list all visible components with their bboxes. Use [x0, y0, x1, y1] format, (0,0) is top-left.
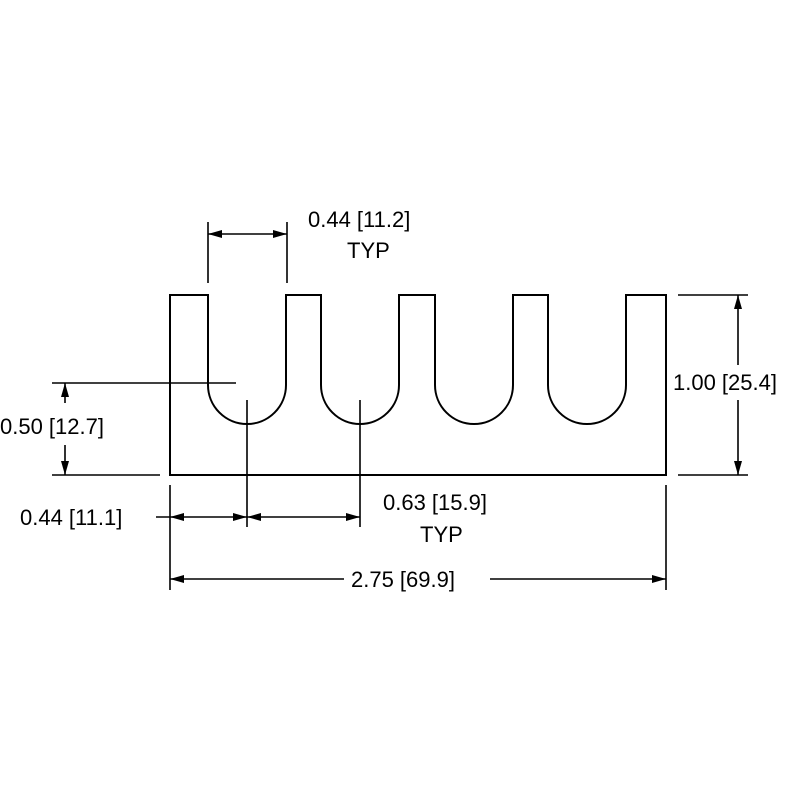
height-arrow-top: [734, 295, 742, 309]
slot-width-arrow-left: [208, 230, 222, 238]
slot-depth-arrow-top: [61, 383, 69, 397]
pitch-arrow-left: [247, 513, 261, 521]
pitch-arrow-right: [346, 513, 360, 521]
slot-depth-label: 0.50 [12.7]: [0, 414, 104, 439]
slot-width-label: 0.44 [11.2]: [308, 207, 410, 232]
slot-width-typ-label: TYP: [347, 238, 390, 263]
length-arrow-left: [170, 575, 184, 583]
offset-arrow-left: [170, 513, 184, 521]
part-outline: [169, 294, 667, 476]
offset-arrow-right: [233, 513, 247, 521]
height-arrow-bottom: [734, 461, 742, 475]
offset-label: 0.44 [11.1]: [20, 505, 122, 530]
length-label: 2.75 [69.9]: [351, 567, 455, 592]
pitch-label: 0.63 [15.9]: [383, 490, 487, 515]
slot-depth-arrow-bottom: [61, 461, 69, 475]
pitch-typ-label: TYP: [420, 522, 463, 547]
length-arrow-right: [652, 575, 666, 583]
height-label: 1.00 [25.4]: [673, 370, 777, 395]
slot-width-arrow-right: [273, 230, 287, 238]
